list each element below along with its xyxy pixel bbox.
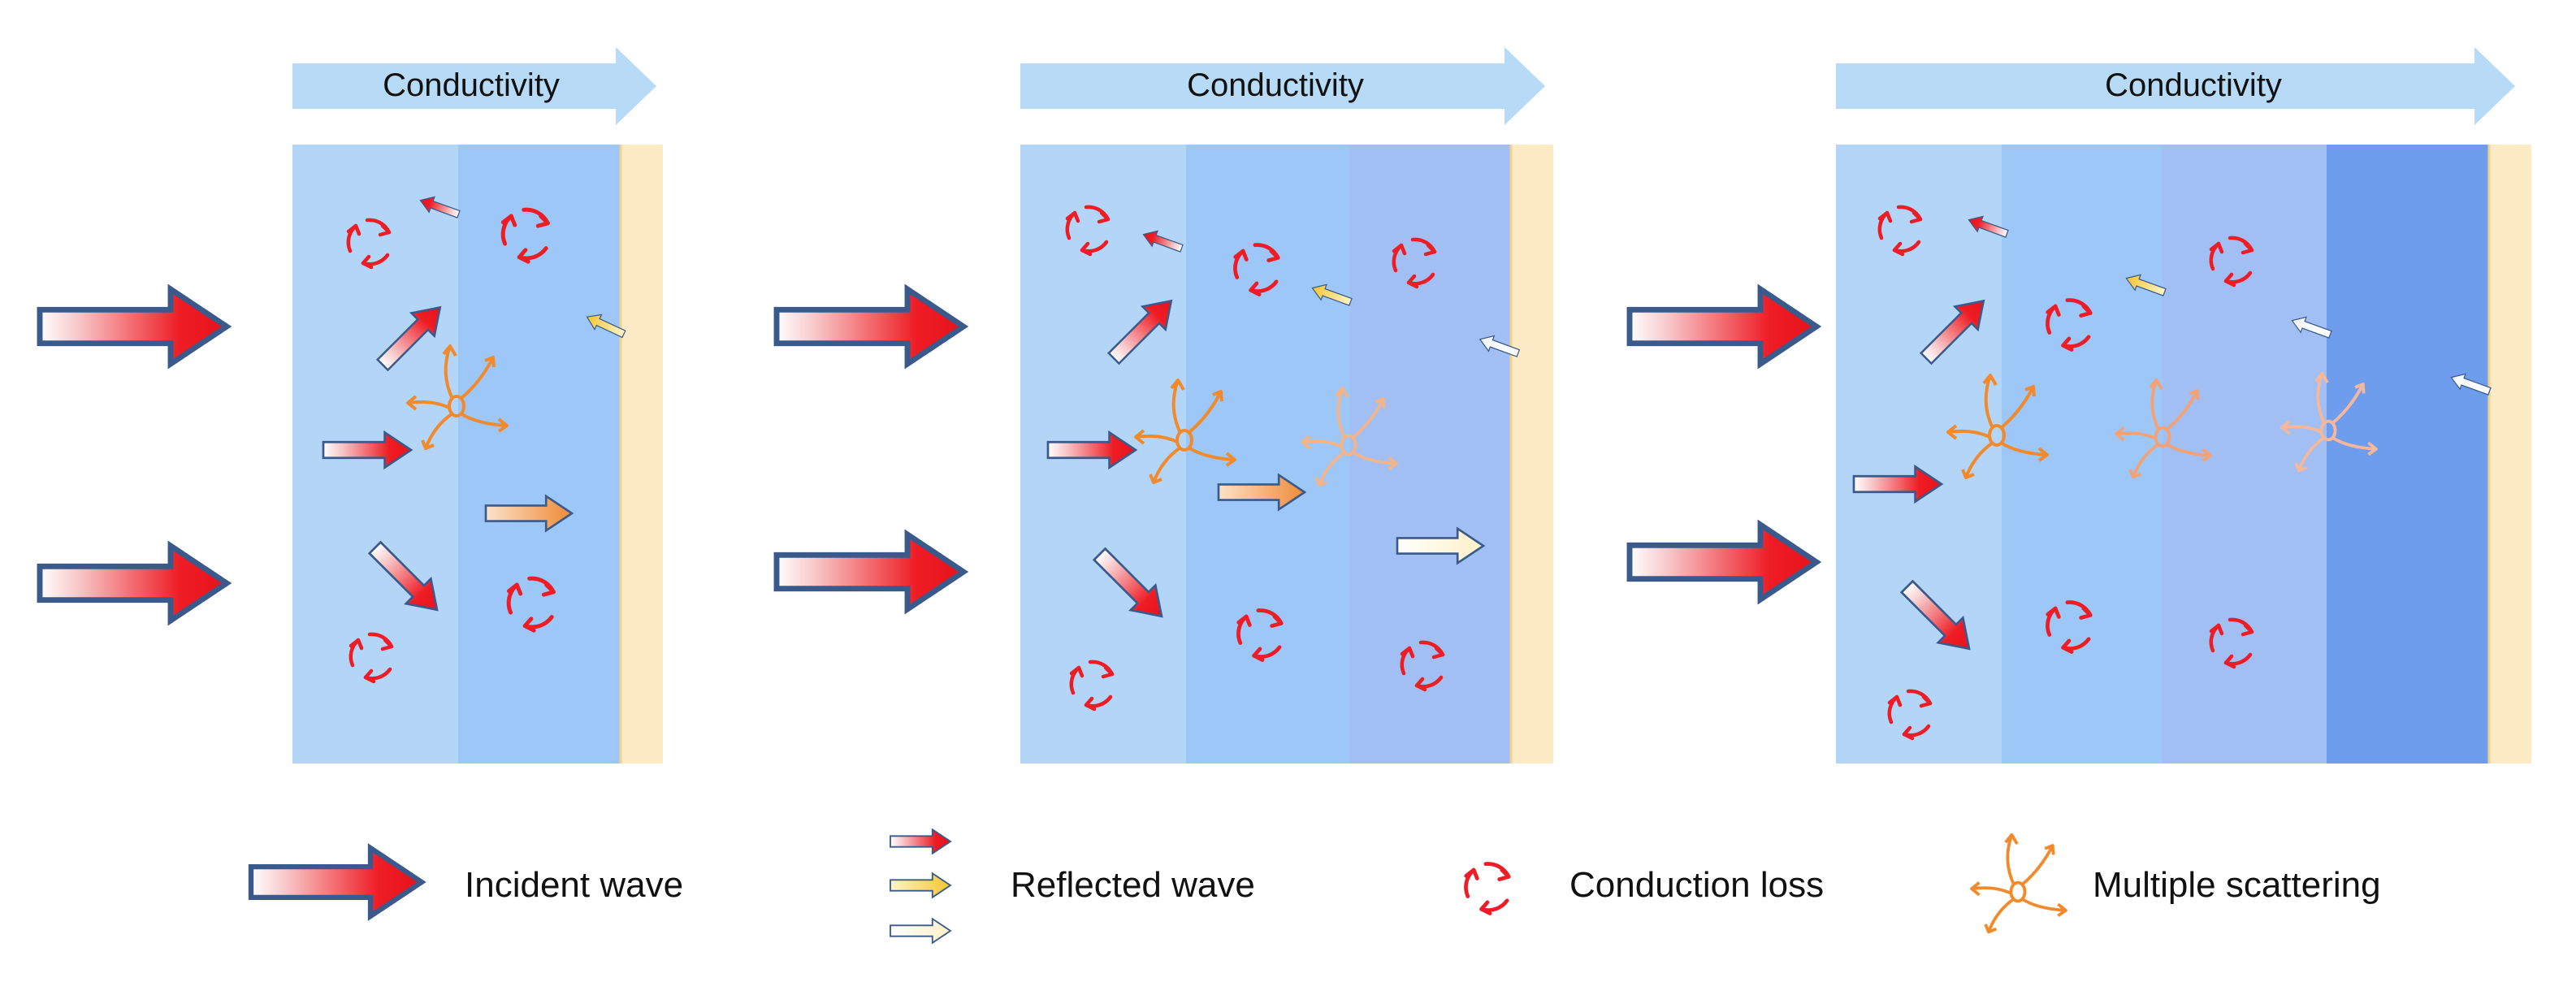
layer-1 xyxy=(1836,145,2002,764)
panel-1: Conductivity xyxy=(40,47,663,764)
incident-arrow-icon xyxy=(777,534,963,609)
incident-arrow-icon xyxy=(40,546,227,621)
conductivity-arrow: Conductivity xyxy=(1836,47,2515,125)
legend-reflected: Reflected wave xyxy=(889,828,1255,945)
legend-incident-label: Incident wave xyxy=(465,865,683,905)
legend-scattering: Multiple scattering xyxy=(1970,833,2381,934)
multiple-scattering-icon xyxy=(1970,833,2067,934)
conductivity-arrow: Conductivity xyxy=(292,47,656,125)
backplate xyxy=(2489,145,2531,764)
panel-2: Conductivity xyxy=(777,47,1553,764)
legend-incident: Incident wave xyxy=(251,848,683,916)
legend-reflected-label: Reflected wave xyxy=(1011,865,1255,905)
layer-4 xyxy=(2327,145,2489,764)
reflected-arrow-icon xyxy=(889,828,952,855)
reflected-arrow-icon xyxy=(889,917,952,945)
backplate xyxy=(1511,145,1553,764)
incident-arrow-icon xyxy=(1630,289,1816,364)
conductivity-label: Conductivity xyxy=(2105,67,2282,103)
incident-arrow-icon xyxy=(777,289,963,364)
layer-3 xyxy=(1350,145,1511,764)
layer-2 xyxy=(2002,145,2163,764)
layer-2 xyxy=(1186,145,1350,764)
legend-conduction: Conduction loss xyxy=(1466,864,1824,914)
legend-conduction-label: Conduction loss xyxy=(1569,865,1824,905)
conductivity-arrow: Conductivity xyxy=(1020,47,1545,125)
legend: Incident wave Reflected wave Conduction … xyxy=(251,828,2381,945)
incident-arrow-icon xyxy=(1630,525,1816,599)
incident-arrow-icon xyxy=(251,848,422,916)
reflected-arrow-icon xyxy=(889,872,952,899)
incident-arrow-icon xyxy=(40,289,227,364)
conductivity-label: Conductivity xyxy=(1187,67,1364,103)
layer-3 xyxy=(2163,145,2327,764)
legend-scattering-label: Multiple scattering xyxy=(2093,865,2381,905)
panel-3: Conductivity xyxy=(1630,47,2531,764)
layer-2 xyxy=(458,145,621,764)
conduction-loss-icon xyxy=(1466,864,1509,914)
conductivity-label: Conductivity xyxy=(383,67,560,103)
backplate xyxy=(621,145,663,764)
